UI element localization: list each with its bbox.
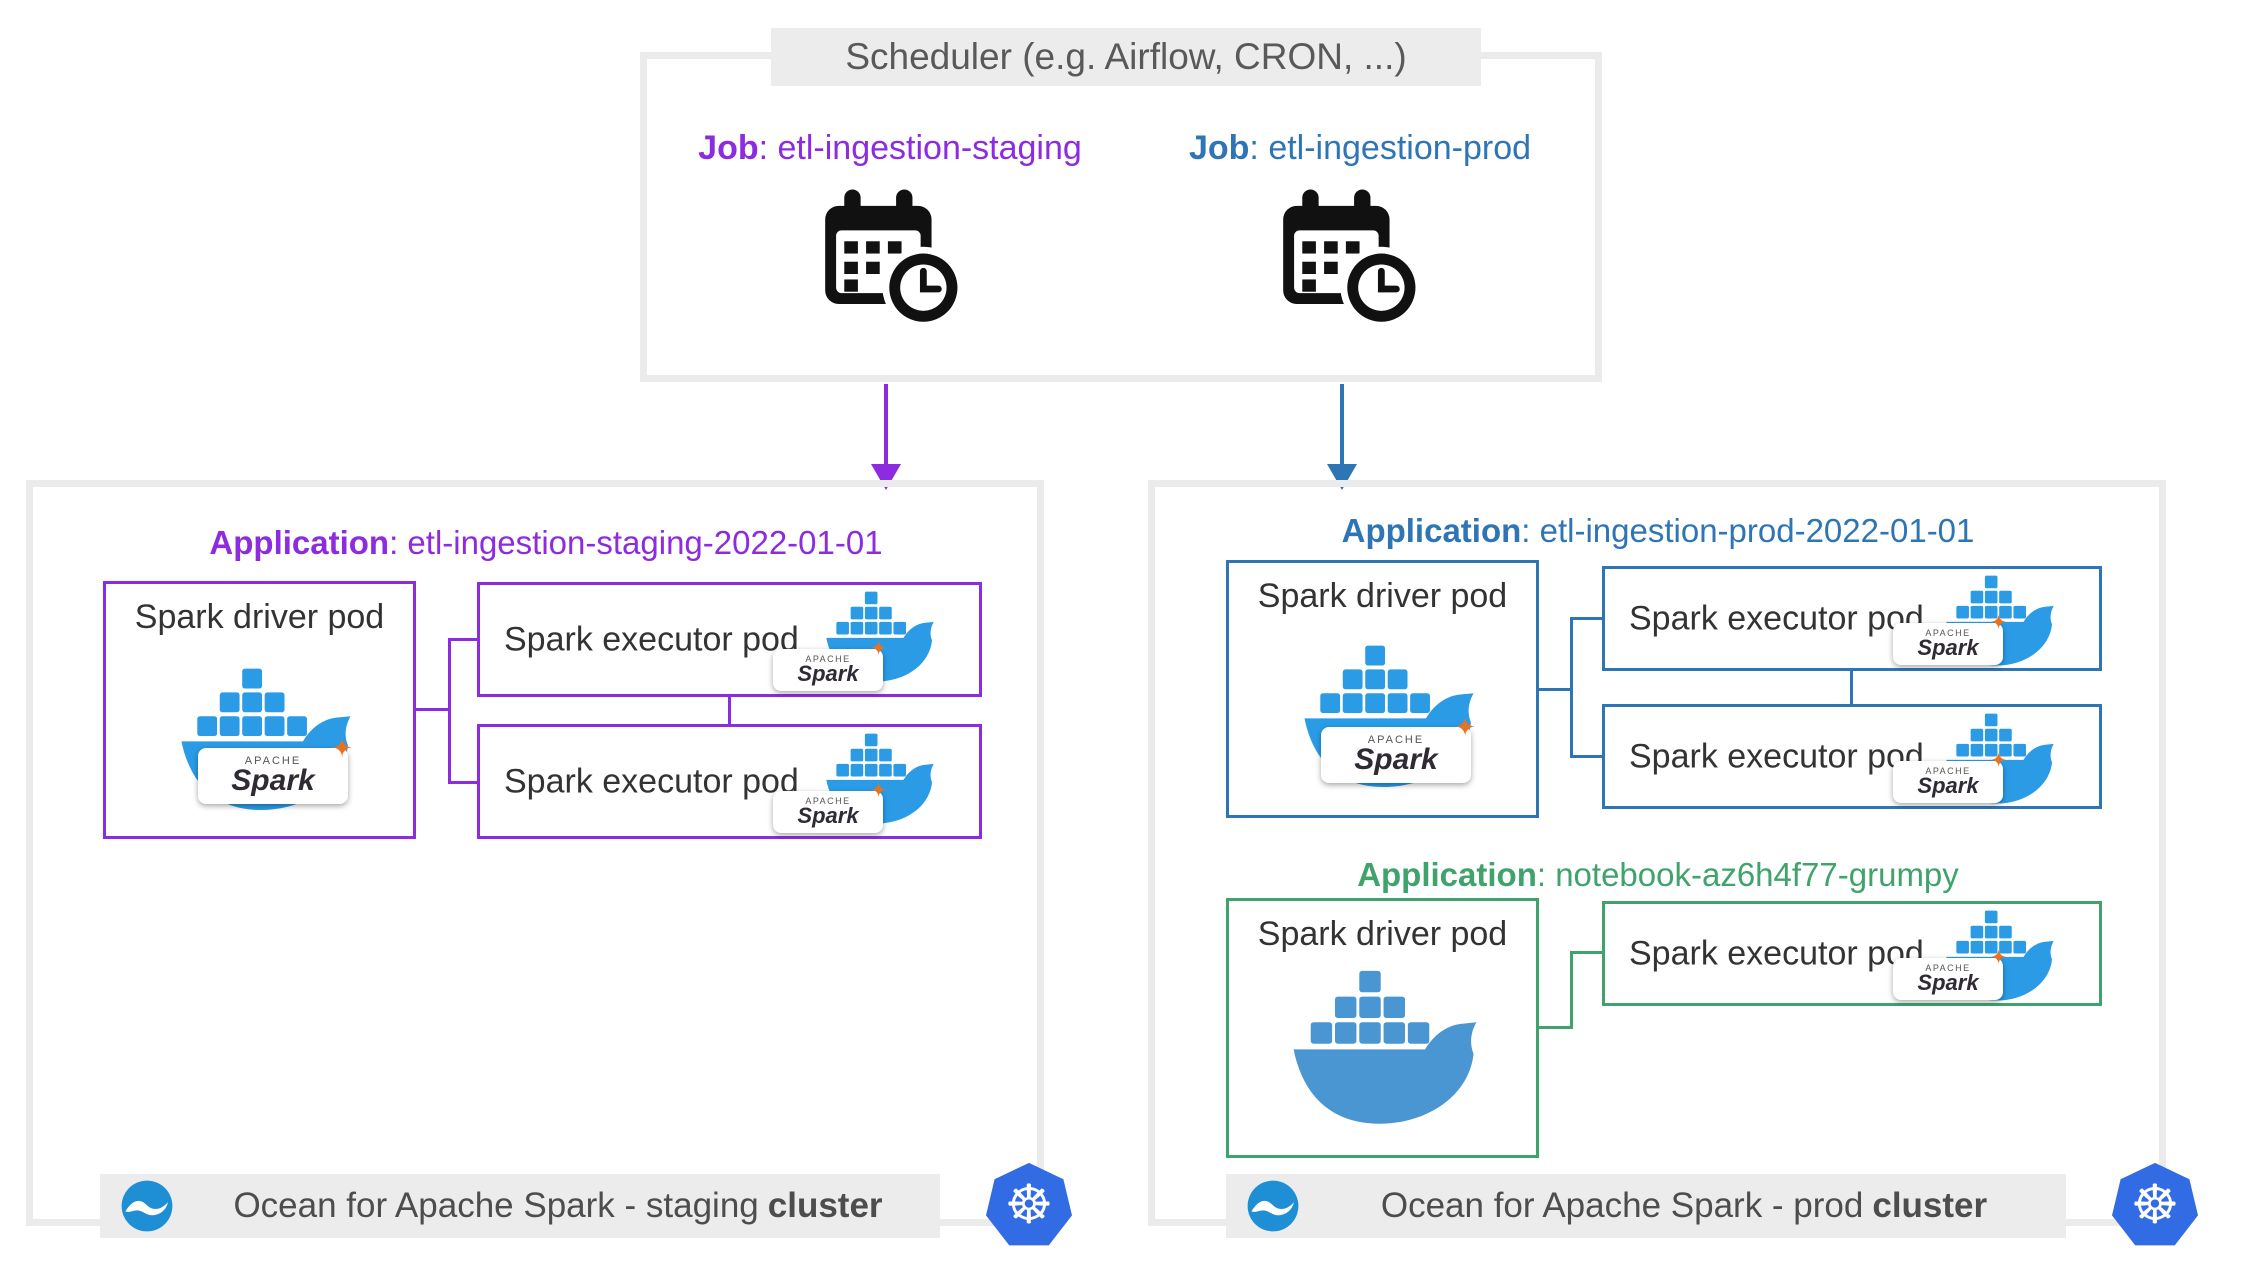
prod-driver-pod-box: Spark driver pod APACHE Spark ✦ [1226, 560, 1539, 818]
staging-driver-pod-box: Spark driver pod APACHE Spark ✦ [103, 581, 416, 839]
spark-logo-word: Spark [1917, 970, 1979, 996]
connector-line [1539, 688, 1572, 691]
connector-line [1850, 671, 1853, 704]
prod-application-label: Application: etl-ingestion-prod-2022-01-… [1188, 508, 2128, 554]
connector-line [1570, 951, 1573, 1029]
notebook-driver-pod-box: Spark driver pod [1226, 898, 1539, 1158]
apache-spark-logo: APACHE Spark ✦ [1893, 613, 2007, 665]
connector-line [448, 781, 480, 784]
calendar-clock-icon [817, 184, 967, 334]
connector-line [448, 638, 480, 641]
apache-spark-logo: APACHE Spark ✦ [773, 639, 887, 691]
executor-pod-label: Spark executor pod [1629, 599, 1924, 637]
apache-spark-logo: APACHE Spark ✦ [1321, 714, 1476, 783]
spark-star-icon: ✦ [1454, 712, 1476, 742]
prod-executor-pod-1: Spark executor pod APACHE Spark ✦ [1602, 566, 2102, 671]
driver-pod-label: Spark driver pod [1257, 577, 1508, 615]
staging-executor-pod-1: Spark executor pod APACHE Spark ✦ [477, 582, 982, 697]
spark-logo-apache-text: APACHE [805, 654, 851, 665]
application-prefix: Application [209, 524, 390, 561]
scheduler-title: Scheduler (e.g. Airflow, CRON, ...) [845, 36, 1407, 77]
driver-pod-label: Spark driver pod [1257, 915, 1508, 953]
calendar-clock-icon [1275, 184, 1425, 334]
executor-pod-label: Spark executor pod [1629, 934, 1924, 972]
spark-logo-word: Spark [1354, 743, 1438, 777]
job-prefix: Job [1188, 128, 1250, 167]
scheduler-title-bar: Scheduler (e.g. Airflow, CRON, ...) [771, 28, 1481, 86]
kubernetes-icon: ☸ [986, 1162, 1072, 1246]
staging-application-label: Application: etl-ingestion-staging-2022-… [106, 520, 986, 566]
spark-star-icon: ✦ [331, 733, 353, 763]
spark-star-icon: ✦ [1990, 612, 2007, 634]
spark-logo-word: Spark [797, 661, 859, 687]
arrow-staging-line [884, 384, 888, 466]
docker-whale-icon [1285, 963, 1485, 1133]
cluster-label-bold: cluster [767, 1186, 883, 1225]
ocean-logo-icon [1246, 1179, 1300, 1233]
connector-line [1570, 617, 1602, 620]
connector-line [1570, 617, 1573, 758]
application-name: : notebook-az6h4f77-grumpy [1536, 856, 1959, 893]
prod-executor-pod-2: Spark executor pod APACHE Spark ✦ [1602, 704, 2102, 809]
application-prefix: Application [1341, 512, 1522, 549]
spark-star-icon: ✦ [870, 780, 887, 802]
connector-line [728, 697, 731, 725]
connector-line [1570, 951, 1602, 954]
job-name: : etl-ingestion-prod [1249, 128, 1532, 167]
connector-line [448, 638, 451, 784]
scheduler-box [640, 52, 1602, 382]
notebook-application-label: Application: notebook-az6h4f77-grumpy [1188, 852, 2128, 898]
executor-pod-label: Spark executor pod [504, 620, 799, 658]
connector-line [1570, 755, 1602, 758]
apache-spark-logo: APACHE Spark ✦ [1893, 751, 2007, 803]
spark-logo-word: Spark [1917, 773, 1979, 799]
staging-executor-pod-2: Spark executor pod APACHE Spark ✦ [477, 724, 982, 839]
spark-star-icon: ✦ [1990, 947, 2007, 969]
application-name: : etl-ingestion-staging-2022-01-01 [389, 524, 883, 561]
spark-logo-word: Spark [797, 803, 859, 829]
job-label-staging: Job: etl-ingestion-staging [648, 124, 1132, 172]
cluster-label-text: Ocean for Apache Spark - prod [1380, 1186, 1864, 1225]
arrow-prod-line [1340, 384, 1344, 466]
cluster-label-text: Ocean for Apache Spark - staging [233, 1186, 759, 1225]
notebook-executor-pod: Spark executor pod APACHE Spark ✦ [1602, 901, 2102, 1006]
kubernetes-helm-glyph: ☸ [2130, 1173, 2180, 1236]
spark-logo-apache-text: APACHE [1367, 734, 1425, 747]
spark-logo-apache-text: APACHE [805, 796, 851, 807]
spark-logo-apache-text: APACHE [1925, 963, 1971, 974]
cluster-label-bold: cluster [1872, 1186, 1988, 1225]
connector-line [416, 708, 450, 711]
kubernetes-helm-glyph: ☸ [1004, 1173, 1054, 1236]
executor-pod-label: Spark executor pod [504, 762, 799, 800]
driver-pod-label: Spark driver pod [134, 598, 385, 636]
apache-spark-logo: APACHE Spark ✦ [773, 781, 887, 833]
job-prefix: Job [698, 128, 759, 167]
job-name: : etl-ingestion-staging [758, 128, 1082, 167]
connector-line [1539, 1026, 1572, 1029]
spark-star-icon: ✦ [870, 638, 887, 660]
job-label-prod: Job: etl-ingestion-prod [1118, 124, 1602, 172]
application-name: : etl-ingestion-prod-2022-01-01 [1521, 512, 1975, 549]
apache-spark-logo: APACHE Spark ✦ [198, 735, 353, 804]
spark-logo-apache-text: APACHE [1925, 628, 1971, 639]
spark-logo-word: Spark [231, 764, 315, 798]
spark-logo-apache-text: APACHE [244, 755, 302, 768]
apache-spark-logo: APACHE Spark ✦ [1893, 948, 2007, 1000]
spark-logo-word: Spark [1917, 635, 1979, 661]
executor-pod-label: Spark executor pod [1629, 737, 1924, 775]
kubernetes-icon: ☸ [2112, 1162, 2198, 1246]
application-prefix: Application [1357, 856, 1537, 893]
spark-star-icon: ✦ [1990, 750, 2007, 772]
ocean-logo-icon [120, 1179, 174, 1233]
spark-logo-apache-text: APACHE [1925, 766, 1971, 777]
